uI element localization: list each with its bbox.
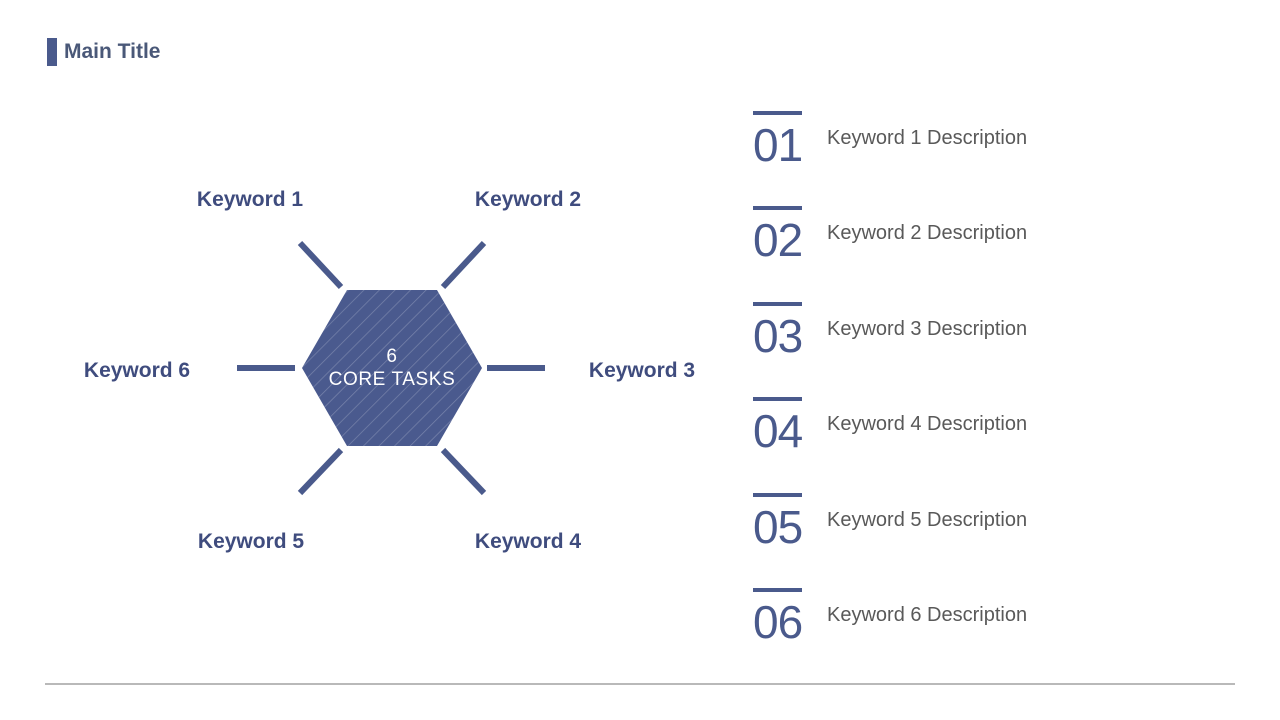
keyword-label-4: Keyword 4 xyxy=(474,530,582,553)
connector-line-1 xyxy=(297,240,344,290)
hexagon-core-text: CORE TASKS xyxy=(328,369,456,390)
list-item: 01 Keyword 1 Description xyxy=(753,111,1173,189)
keyword-label-6: Keyword 6 xyxy=(83,359,191,382)
item-number: 06 xyxy=(753,588,803,646)
connector-line-2 xyxy=(440,240,487,290)
item-number: 05 xyxy=(753,493,803,551)
page-title: Main Title xyxy=(64,40,161,63)
item-description: Keyword 1 Description xyxy=(827,127,1028,149)
item-number: 03 xyxy=(753,302,803,360)
connector-line-4 xyxy=(440,447,487,496)
item-description: Keyword 2 Description xyxy=(827,222,1028,244)
item-number: 01 xyxy=(753,111,803,169)
list-item: 04 Keyword 4 Description xyxy=(753,397,1173,475)
title-accent-bar xyxy=(47,38,57,66)
item-number: 04 xyxy=(753,397,803,455)
keyword-label-1: Keyword 1 xyxy=(196,188,304,211)
list-item: 05 Keyword 5 Description xyxy=(753,493,1173,571)
keyword-label-2: Keyword 2 xyxy=(474,188,582,211)
list-item: 03 Keyword 3 Description xyxy=(753,302,1173,380)
item-description: Keyword 4 Description xyxy=(827,413,1028,435)
keyword-label-5: Keyword 5 xyxy=(197,530,305,553)
hexagon-core-label: 6 CORE TASKS xyxy=(329,345,456,391)
hexagon-core-count: 6 xyxy=(386,346,398,367)
item-number: 02 xyxy=(753,206,803,264)
item-description: Keyword 3 Description xyxy=(827,318,1028,340)
connector-line-5 xyxy=(297,447,344,496)
keyword-label-3: Keyword 3 xyxy=(588,359,696,382)
footer-divider xyxy=(45,683,1235,685)
item-description: Keyword 5 Description xyxy=(827,509,1028,531)
list-item: 02 Keyword 2 Description xyxy=(753,206,1173,284)
item-description: Keyword 6 Description xyxy=(827,604,1028,626)
list-item: 06 Keyword 6 Description xyxy=(753,588,1173,666)
